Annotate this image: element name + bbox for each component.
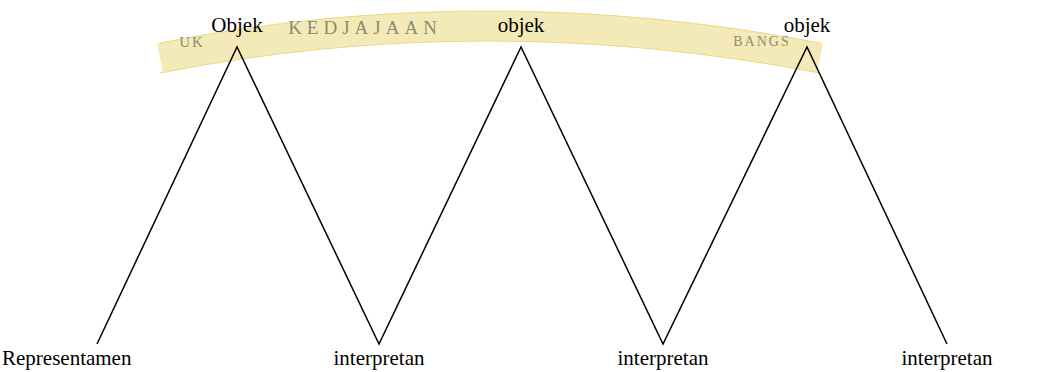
vertex-label: objek: [498, 14, 545, 37]
vertex-label: objek: [784, 14, 831, 37]
vertex-label: interpretan: [334, 347, 425, 370]
vertex-label: interpretan: [618, 347, 709, 370]
watermark-text: KEDJAJAAN: [288, 18, 442, 39]
triangle-chain: [97, 47, 947, 344]
vertex-label: interpretan: [902, 347, 993, 370]
vertex-label: Objek: [211, 14, 262, 37]
watermark-text: UK: [179, 34, 205, 51]
ribbon-edge: [160, 11, 820, 43]
vertex-label: Representamen: [2, 347, 131, 370]
watermark-text: BANGS: [733, 34, 790, 49]
ribbon-edge: [160, 41, 820, 73]
